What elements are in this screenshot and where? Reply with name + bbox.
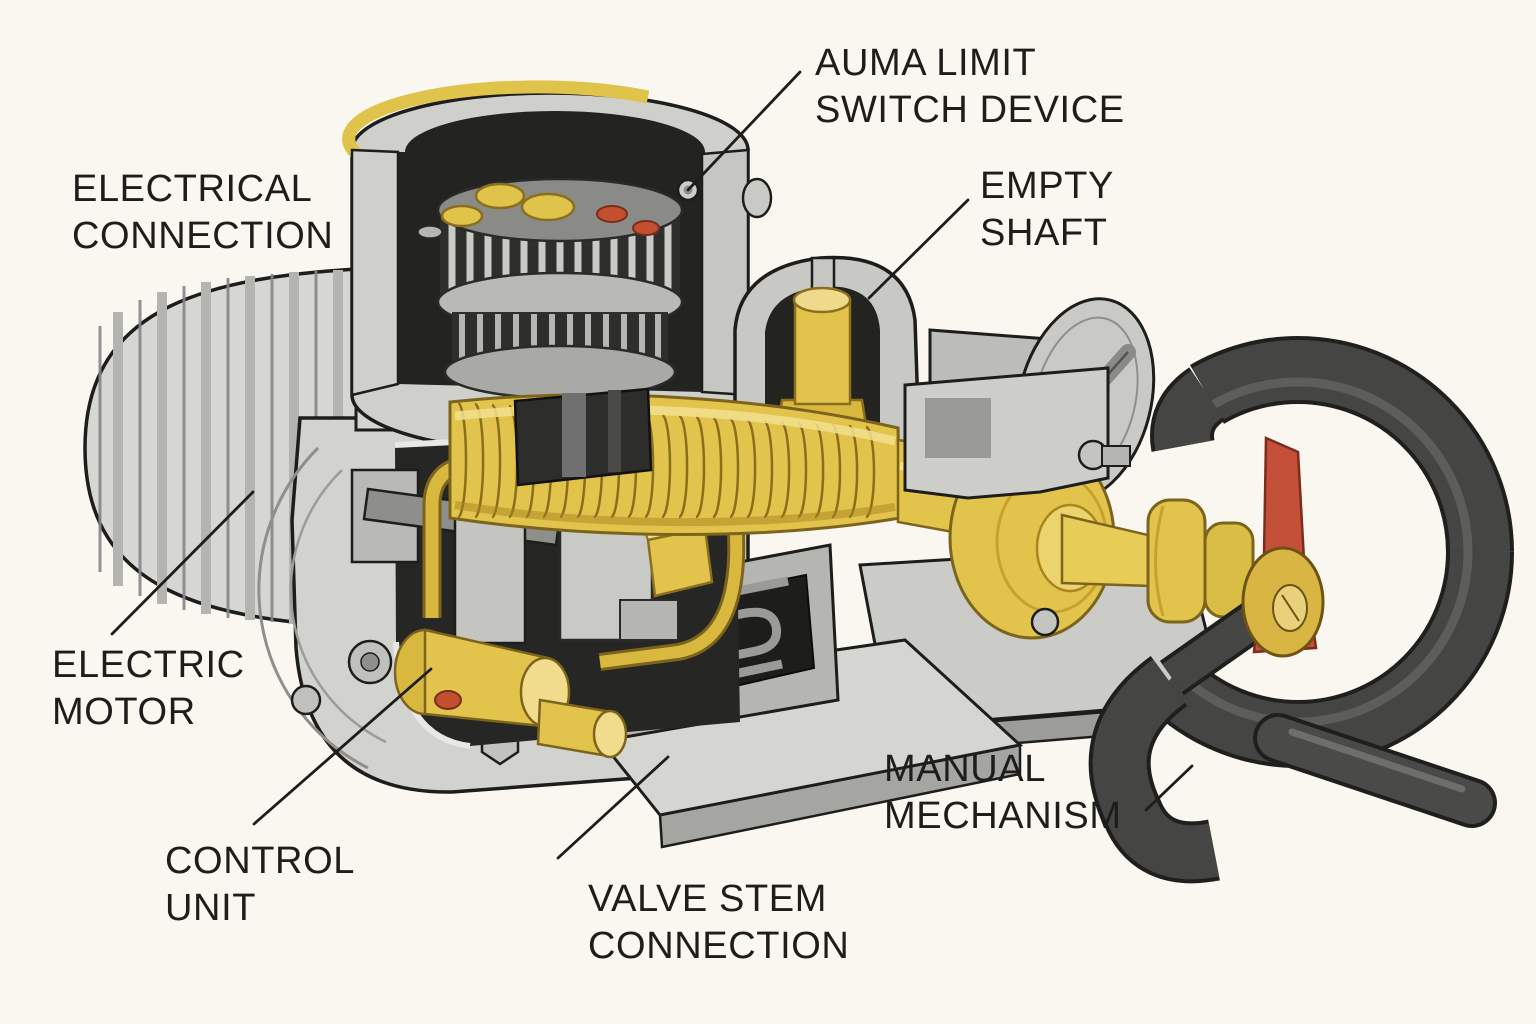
leader-line-electric-motor <box>110 490 255 636</box>
leader-line-manual-mechanism <box>1144 764 1194 812</box>
leader-line-auma-limit-switch <box>686 70 802 192</box>
label-electrical-connection: ELECTRICAL CONNECTION <box>72 168 334 258</box>
limit-switch-device-illustration <box>342 80 773 454</box>
label-valve-stem-connection: VALVE STEM CONNECTION <box>588 878 850 968</box>
label-empty-shaft: EMPTY SHAFT <box>980 165 1114 255</box>
label-control-unit: CONTROL UNIT <box>165 840 355 930</box>
leader-line-empty-shaft <box>867 198 970 300</box>
leader-line-valve-stem-connection <box>556 755 670 860</box>
manual-mechanism-illustration <box>1082 336 1514 884</box>
label-electric-motor: ELECTRIC MOTOR <box>52 644 245 734</box>
worm-shaft-illustration <box>448 387 902 536</box>
leader-line-control-unit <box>252 667 433 826</box>
label-manual-mechanism: MANUAL MECHANISM <box>884 748 1122 838</box>
output-shaft-illustration <box>896 366 1255 640</box>
label-auma-limit-switch-device: AUMA LIMIT SWITCH DEVICE <box>815 42 1125 132</box>
